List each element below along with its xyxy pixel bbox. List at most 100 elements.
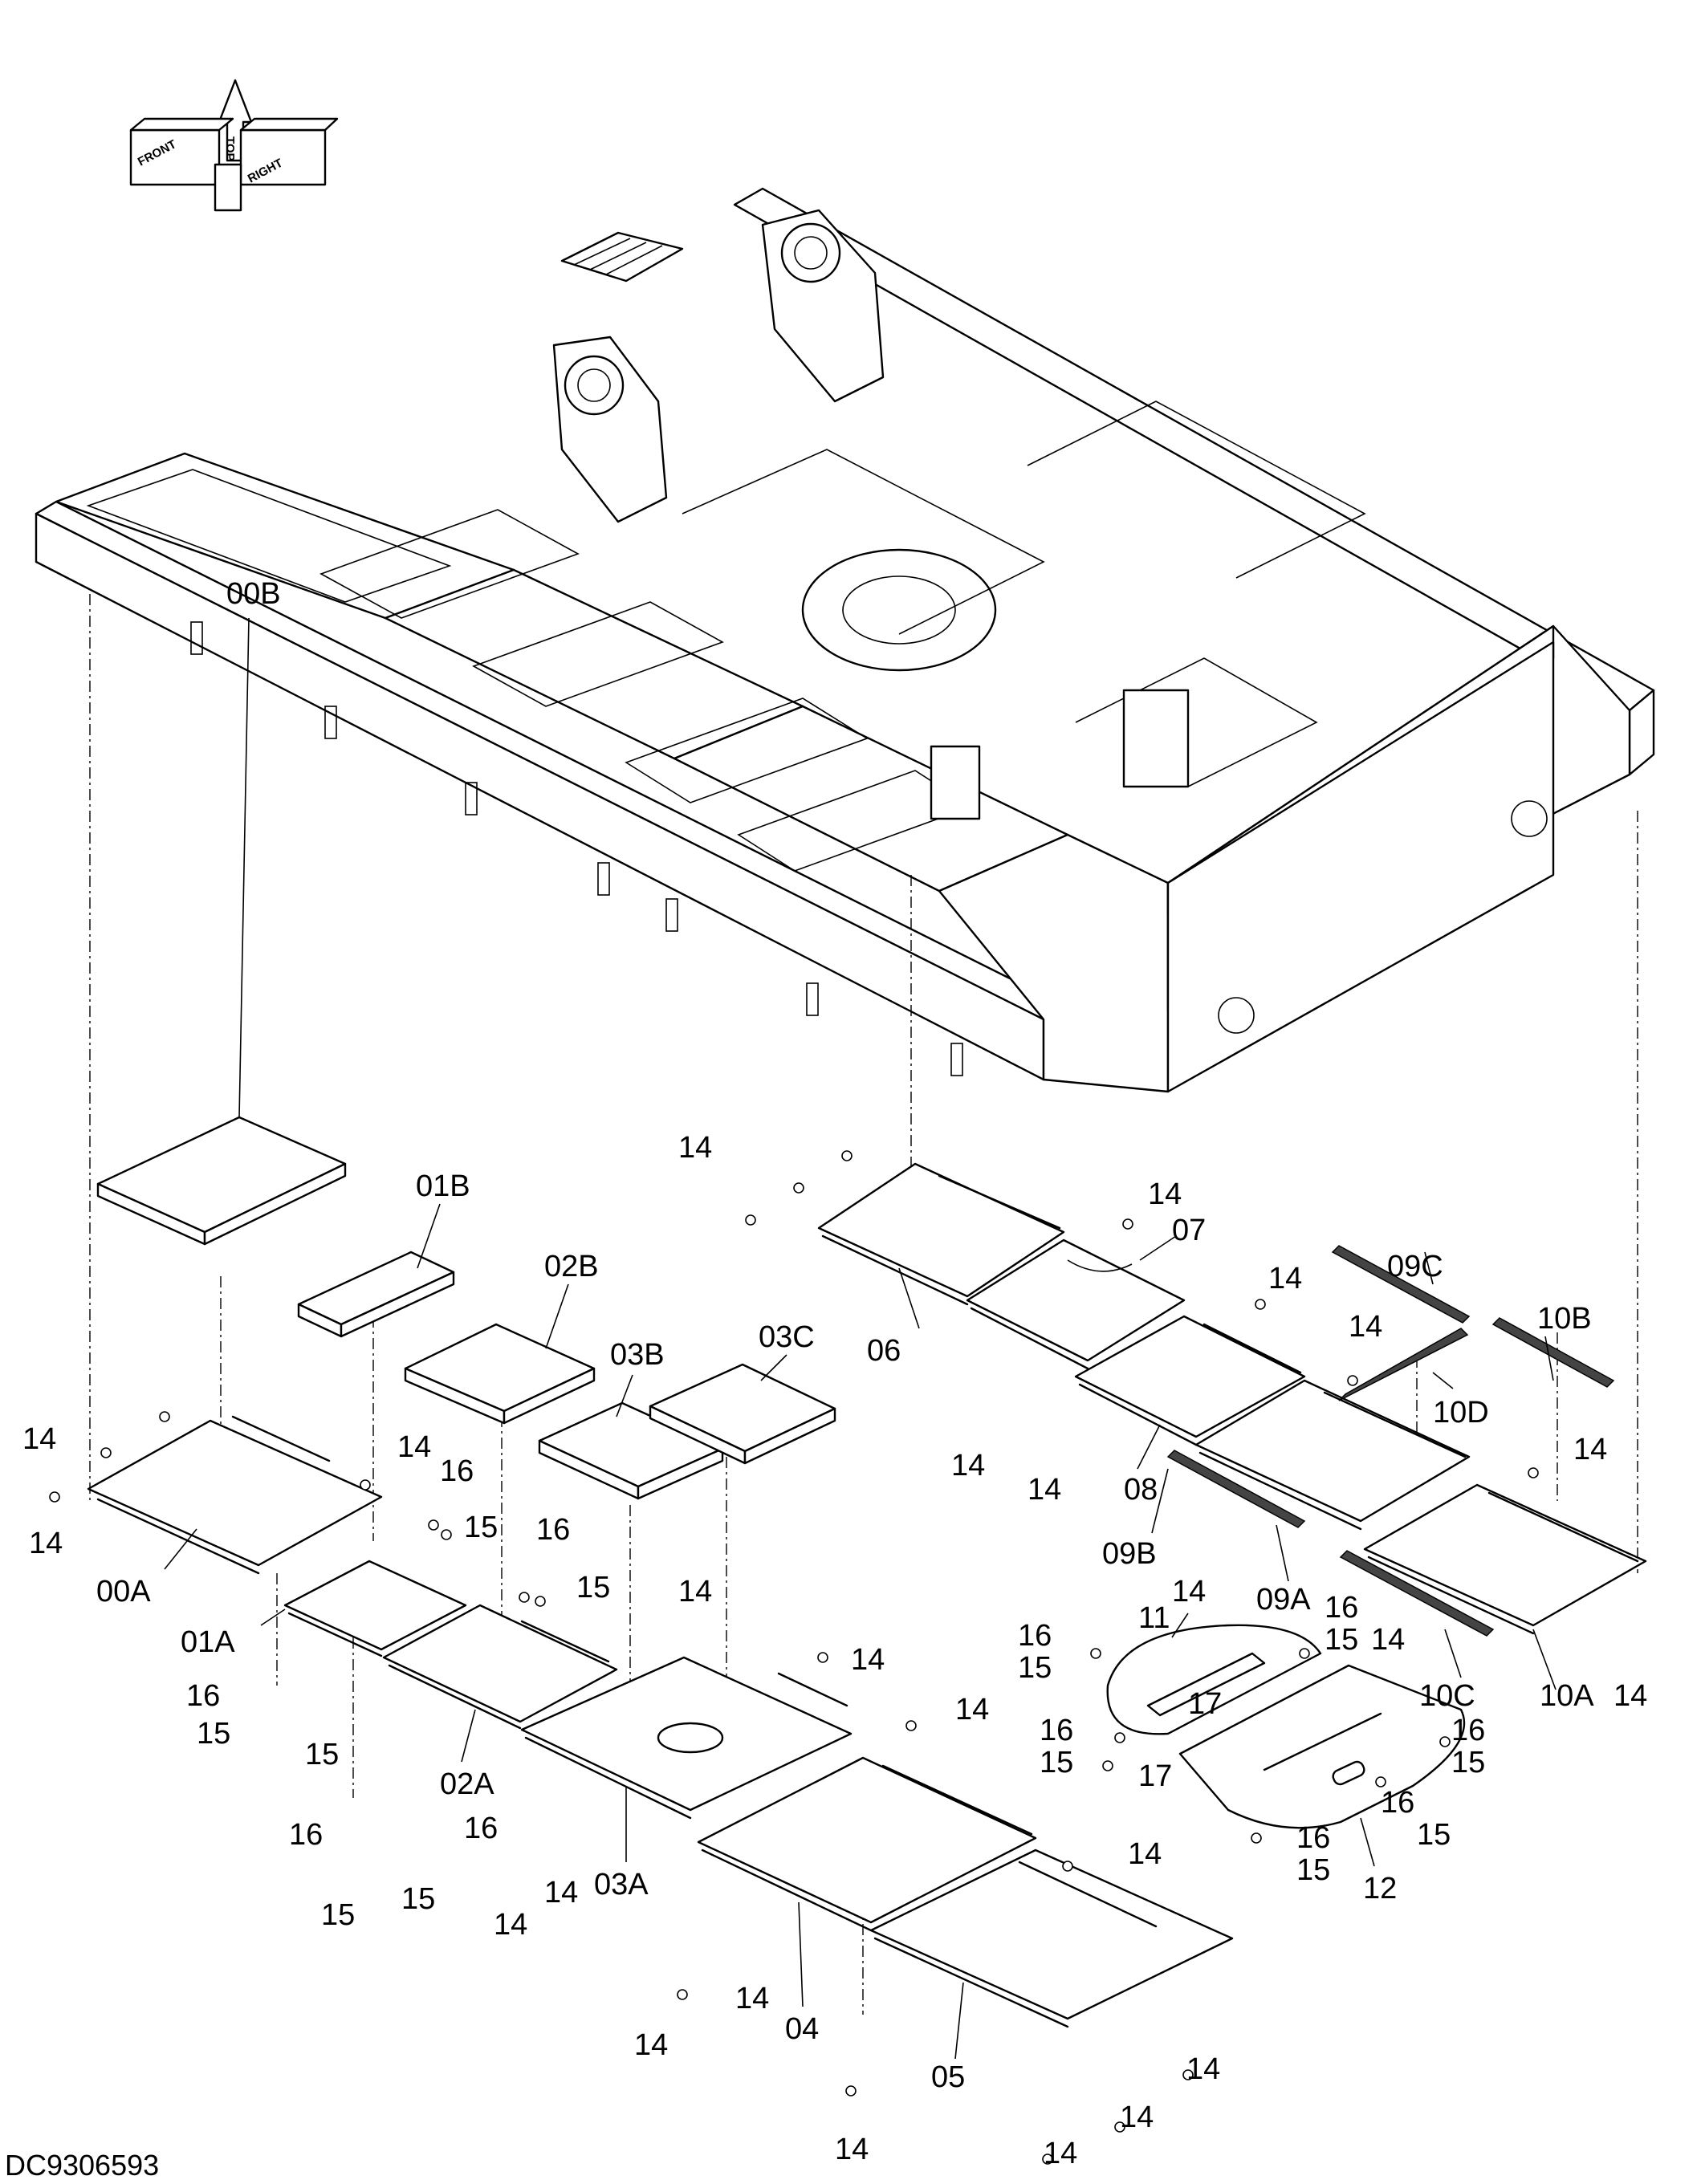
label-bolt-14: 14 [951,1449,985,1482]
label-10B: 10B [1537,1302,1592,1336]
label-bolt-14: 14 [1349,1310,1382,1344]
fastener-glyphs [49,1150,1539,2165]
label-bolt-14: 14 [29,1527,63,1560]
label-09A: 09A [1256,1583,1311,1617]
label-screw-15: 15 [464,1511,498,1544]
label-bolt-14: 14 [22,1422,56,1456]
label-bolt-14: 14 [678,1575,712,1609]
cover-01A [283,1560,467,1651]
strip-10D [1338,1328,1469,1401]
label-bolt-14: 14 [735,1982,769,2015]
label-bolt-14: 14 [1268,1262,1302,1295]
pad-03C [649,1363,836,1465]
label-bolt-14: 14 [678,1131,712,1165]
label-washer-16: 16 [1451,1714,1485,1747]
strip-09C [1331,1245,1471,1324]
label-09C: 09C [1387,1250,1443,1283]
cover-10A [1363,1483,1647,1627]
top-arrow-label: TOP [223,136,237,161]
label-washer-16: 16 [1381,1786,1414,1820]
pad-00B [96,1116,347,1246]
label-02B: 02B [544,1250,599,1283]
label-screw-15: 15 [321,1898,355,1932]
cover-04 [697,1756,1037,1924]
pad-03B [538,1401,724,1500]
cover-12 [1178,1664,1466,1829]
label-03A: 03A [594,1868,649,1901]
label-bracket-bolt-17: 17 [1188,1687,1222,1721]
cover-05 [869,1848,1234,2020]
label-screw-15: 15 [1040,1746,1073,1779]
label-washer-16: 16 [1325,1591,1358,1625]
label-bolt-14: 14 [1044,2137,1077,2170]
cover-06 [817,1162,1065,1298]
label-bolt-14: 14 [1186,2052,1220,2086]
label-screw-15: 15 [1417,1818,1451,1852]
label-screw-15: 15 [1451,1746,1485,1779]
label-04: 04 [785,2012,819,2046]
label-bolt-14: 14 [1148,1177,1182,1211]
label-08: 08 [1124,1473,1158,1507]
label-05: 05 [931,2060,965,2094]
leader-lines [164,617,1557,2060]
label-screw-15: 15 [1018,1651,1052,1685]
label-bolt-14: 14 [851,1643,885,1677]
cover-00A [87,1419,383,1567]
label-washer-16: 16 [289,1818,323,1852]
insulation-pads [96,1116,836,1500]
cover-02A [382,1604,618,1723]
label-10C: 10C [1419,1679,1475,1713]
label-bracket-bolt-17: 17 [1138,1759,1172,1793]
main-frame-drawing [35,187,1655,1093]
strip-10C [1339,1550,1495,1637]
label-screw-15: 15 [1325,1623,1358,1657]
label-washer-16: 16 [1296,1821,1330,1855]
label-bolt-14: 14 [955,1693,989,1726]
part-labels: 00B 01B 02B 03B 03C 00A 01A 02A 03A 04 0… [96,577,1594,2094]
cover-07 [966,1238,1186,1362]
label-bolt-14: 14 [1614,1679,1647,1713]
strip-09B [1166,1450,1306,1528]
label-03B: 03B [610,1338,665,1372]
label-10A: 10A [1540,1679,1594,1713]
label-screw-15: 15 [576,1571,610,1604]
label-03C: 03C [759,1320,815,1354]
label-screw-15: 15 [401,1882,435,1916]
label-09B: 09B [1102,1537,1157,1571]
label-bolt-14: 14 [1573,1433,1607,1466]
label-bolt-14: 14 [1028,1473,1061,1507]
label-screw-15: 15 [1296,1853,1330,1887]
label-10D: 10D [1433,1396,1489,1430]
strip-10B [1491,1317,1615,1388]
pad-02B [404,1323,596,1425]
label-washer-16: 16 [536,1513,570,1547]
label-bolt-14: 14 [544,1876,578,1909]
label-washer-16: 16 [464,1812,498,1845]
label-bolt-14: 14 [494,1908,527,1942]
label-00A: 00A [96,1575,151,1609]
fastener-labels: 14 14 14 14 14 14 14 14 14 14 14 14 14 1… [22,1131,1647,2170]
label-washer-16: 16 [1018,1619,1052,1653]
label-12: 12 [1363,1872,1397,1905]
label-06: 06 [867,1334,901,1368]
label-bolt-14: 14 [1371,1623,1405,1657]
label-screw-15: 15 [197,1717,230,1751]
label-washer-16: 16 [1040,1714,1073,1747]
drawing-number: DC9306593 [5,2149,159,2182]
label-bolt-14: 14 [1128,1837,1162,1871]
label-07: 07 [1172,1214,1206,1247]
label-bolt-14: 14 [1172,1575,1206,1609]
label-bolt-14: 14 [397,1430,431,1464]
label-00B: 00B [226,577,281,611]
cover-09A [1194,1379,1471,1523]
label-washer-16: 16 [186,1679,220,1713]
label-01A: 01A [181,1625,235,1659]
label-bolt-14: 14 [835,2133,869,2166]
label-11: 11 [1138,1601,1170,1635]
cover-08 [1074,1315,1306,1438]
pad-01B [297,1251,455,1338]
label-washer-16: 16 [440,1454,474,1488]
label-bolt-14: 14 [1120,2101,1154,2134]
under-covers [87,1162,1647,2028]
